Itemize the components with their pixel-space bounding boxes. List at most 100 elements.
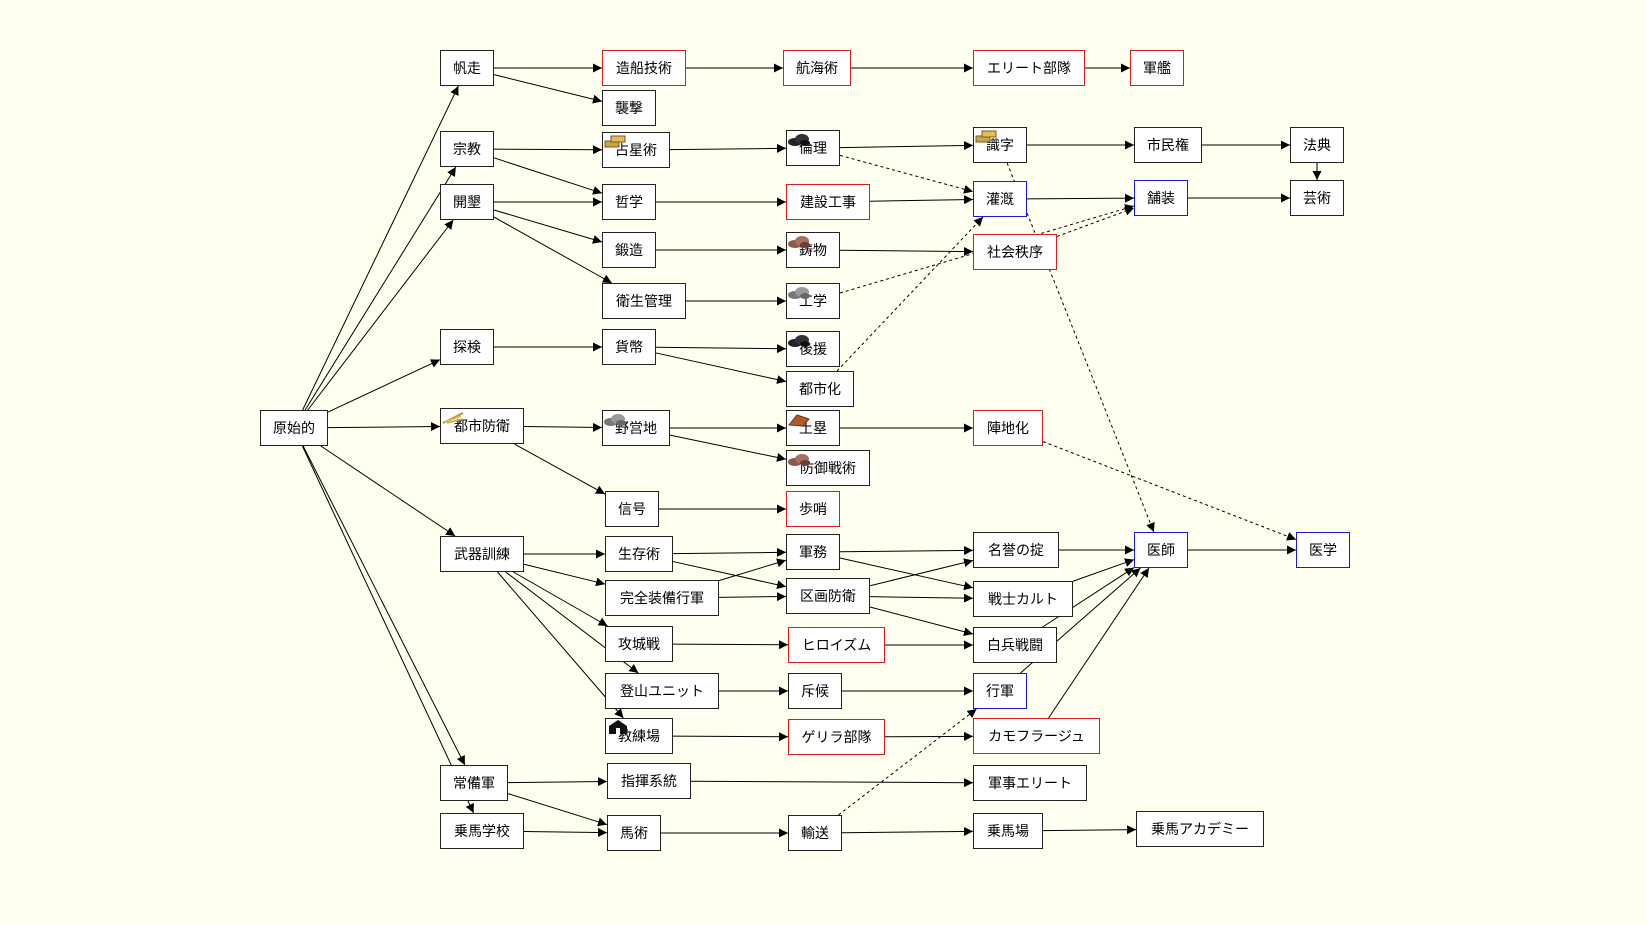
tech-node-military-service[interactable]: 軍務 xyxy=(786,534,840,570)
node-label: 法典 xyxy=(1303,138,1331,154)
node-label: 区画防衛 xyxy=(800,589,856,605)
tech-node-citizenship[interactable]: 市民権 xyxy=(1134,127,1202,163)
tech-node-camouflage[interactable]: カモフラージュ xyxy=(973,718,1100,754)
tech-node-chain-of-command[interactable]: 指揮系統 xyxy=(607,763,691,799)
node-label: 攻城戦 xyxy=(618,637,660,653)
tech-node-code-of-honor[interactable]: 名誉の掟 xyxy=(973,532,1059,568)
node-label: 野営地 xyxy=(615,421,657,437)
node-label: 識字 xyxy=(986,138,1014,154)
tech-node-scout[interactable]: 斥候 xyxy=(788,673,842,709)
tech-node-warship[interactable]: 軍艦 xyxy=(1130,50,1184,86)
node-label: 航海術 xyxy=(796,61,838,77)
tech-node-raid[interactable]: 襲撃 xyxy=(602,90,656,126)
edge-arrow xyxy=(523,422,603,432)
tech-node-city-defense[interactable]: 都市防衛 xyxy=(440,408,524,444)
tech-node-transport[interactable]: 輸送 xyxy=(788,815,842,851)
node-label: 軍事エリート xyxy=(988,776,1072,792)
tech-node-support[interactable]: 後援 xyxy=(786,331,840,367)
tech-node-paving[interactable]: 舗装 xyxy=(1134,180,1188,216)
tech-node-riding-academy[interactable]: 乗馬アカデミー xyxy=(1136,811,1264,847)
tech-node-riding-school[interactable]: 乗馬学校 xyxy=(440,813,524,849)
tech-node-art[interactable]: 芸術 xyxy=(1290,180,1344,216)
node-label: 教練場 xyxy=(618,729,660,745)
node-label: 信号 xyxy=(618,502,646,518)
tech-node-navigation[interactable]: 航海術 xyxy=(783,50,851,86)
tech-node-riding-ground[interactable]: 乗馬場 xyxy=(973,813,1043,849)
tech-node-medicine[interactable]: 医学 xyxy=(1296,532,1350,568)
tech-node-construction[interactable]: 建設工事 xyxy=(786,184,870,220)
tech-node-elite-troops[interactable]: エリート部隊 xyxy=(973,50,1085,86)
tech-node-earthwork[interactable]: 土塁 xyxy=(786,410,840,446)
edge-arrow xyxy=(672,640,789,650)
tech-node-mountain-unit[interactable]: 登山ユニット xyxy=(605,673,719,709)
tech-node-law-code[interactable]: 法典 xyxy=(1290,127,1344,163)
edge-arrow xyxy=(493,145,603,155)
edge-arrow xyxy=(839,546,974,556)
tech-node-clearing[interactable]: 開墾 xyxy=(440,184,494,220)
node-label: 探検 xyxy=(453,340,481,356)
node-label: 歩哨 xyxy=(799,502,827,518)
node-label: 軍艦 xyxy=(1143,61,1171,77)
tech-node-drill-ground[interactable]: 教練場 xyxy=(605,718,673,754)
tech-node-astrology[interactable]: 占星術 xyxy=(602,132,670,168)
tech-node-engineering[interactable]: 工学 xyxy=(786,283,840,319)
tech-node-religion[interactable]: 宗教 xyxy=(440,131,494,167)
tech-node-literacy[interactable]: 識字 xyxy=(973,127,1027,163)
tech-node-forging[interactable]: 鍛造 xyxy=(602,232,656,268)
tech-node-exploration[interactable]: 探検 xyxy=(440,329,494,365)
tech-node-horsemanship[interactable]: 馬術 xyxy=(607,815,661,851)
tech-node-encampment[interactable]: 野営地 xyxy=(602,410,670,446)
node-label: 乗馬学校 xyxy=(454,824,510,840)
tech-node-march[interactable]: 行軍 xyxy=(973,673,1027,709)
tech-node-defensive-tactics[interactable]: 防御戦術 xyxy=(786,450,870,486)
edge-arrow xyxy=(523,563,606,587)
tech-node-social-order[interactable]: 社会秩序 xyxy=(973,234,1057,270)
node-label: 芸術 xyxy=(1303,191,1331,207)
coal-icon xyxy=(788,335,810,347)
tech-node-melee-combat[interactable]: 白兵戦闘 xyxy=(973,627,1057,663)
node-label: 防御戦術 xyxy=(800,461,856,477)
tech-node-sentry[interactable]: 歩哨 xyxy=(786,491,840,527)
tech-node-physician[interactable]: 医師 xyxy=(1134,532,1188,568)
node-label: 白兵戦闘 xyxy=(987,638,1043,654)
edge-arrow xyxy=(1048,567,1150,719)
edge-arrow xyxy=(672,561,787,590)
tech-node-warrior-cult[interactable]: 戦士カルト xyxy=(973,581,1073,617)
tech-node-shipbuilding[interactable]: 造船技術 xyxy=(602,50,686,86)
tech-node-signal[interactable]: 信号 xyxy=(605,491,659,527)
tech-node-fortification[interactable]: 陣地化 xyxy=(973,410,1043,446)
edge-arrow xyxy=(493,209,603,244)
node-label: 襲撃 xyxy=(615,101,643,117)
edge-arrow xyxy=(672,547,787,557)
node-label: 衛生管理 xyxy=(616,294,672,310)
tech-node-heroism[interactable]: ヒロイズム xyxy=(788,627,885,663)
tech-node-sanitation[interactable]: 衛生管理 xyxy=(602,283,686,319)
tech-node-currency[interactable]: 貨幣 xyxy=(602,329,656,365)
tech-node-full-armor-march[interactable]: 完全装備行軍 xyxy=(605,580,719,616)
tech-node-survival[interactable]: 生存術 xyxy=(605,536,673,572)
node-label: 指揮系統 xyxy=(621,774,677,790)
tech-node-military-elite[interactable]: 軍事エリート xyxy=(973,765,1087,801)
edge-arrow xyxy=(869,606,974,637)
edge-arrow xyxy=(301,445,475,814)
coal-icon xyxy=(788,134,810,146)
tech-node-irrigation[interactable]: 灌漑 xyxy=(973,181,1027,217)
tech-node-casting[interactable]: 鋳物 xyxy=(786,232,840,268)
tech-node-weapon-training[interactable]: 武器訓練 xyxy=(440,536,524,572)
tech-node-guerrilla[interactable]: ゲリラ部隊 xyxy=(788,719,885,755)
tech-node-sailing[interactable]: 帆走 xyxy=(440,50,494,86)
dashed-edge-arrow xyxy=(1042,441,1297,541)
node-label: 完全装備行軍 xyxy=(620,591,704,607)
edge-arrow xyxy=(655,344,787,354)
tech-node-philosophy[interactable]: 哲学 xyxy=(602,184,656,220)
tech-node-primitive[interactable]: 原始的 xyxy=(260,410,328,446)
tech-node-siege-warfare[interactable]: 攻城戦 xyxy=(605,626,673,662)
node-label: 哲学 xyxy=(615,195,643,211)
tech-node-sector-defense[interactable]: 区画防衛 xyxy=(786,578,870,614)
tech-node-ethics[interactable]: 倫理 xyxy=(786,130,840,166)
tech-node-urbanization[interactable]: 都市化 xyxy=(786,371,854,407)
tech-node-standing-army[interactable]: 常備軍 xyxy=(440,765,508,801)
gold-icon xyxy=(604,135,626,148)
node-label: 行軍 xyxy=(986,684,1014,700)
